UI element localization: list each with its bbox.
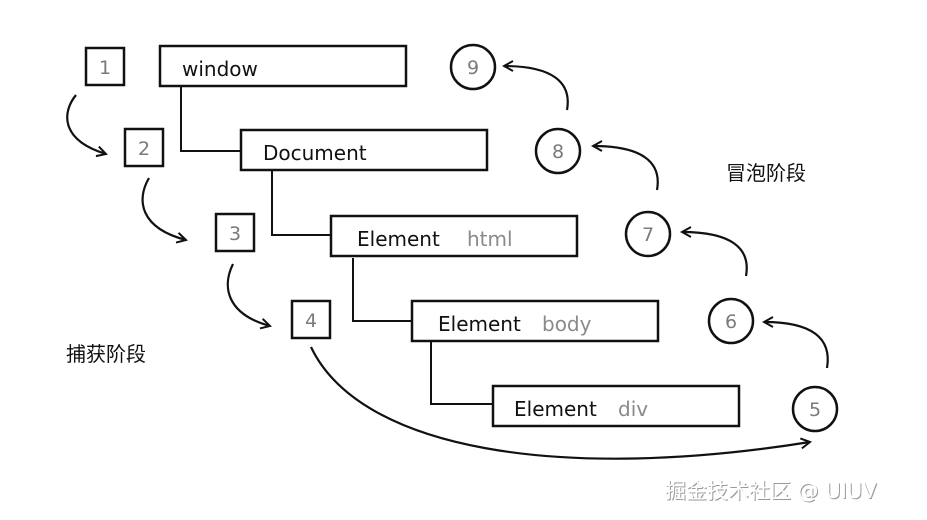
bubble-arrows — [504, 66, 829, 369]
arrow-3-to-4 — [226, 263, 270, 326]
dom-node-document: Document — [239, 128, 489, 172]
step-number: 4 — [305, 310, 317, 332]
watermark-shadow: 掘金技术社区 @ UIUV — [666, 480, 878, 504]
capture-step-4: 4 — [290, 299, 332, 340]
arrow-6-to-7 — [682, 232, 748, 277]
node-tag: div — [618, 397, 648, 421]
capture-step-3: 3 — [214, 212, 256, 253]
step-number: 3 — [229, 223, 241, 245]
capture-phase-label: 捕获阶段 — [66, 342, 146, 366]
bubble-step-6: 6 — [707, 297, 755, 345]
dom-node-body: Element body — [410, 299, 660, 343]
bubble-step-8: 8 — [534, 127, 582, 175]
node-tag: html — [467, 227, 513, 251]
bubble-step-9: 9 — [449, 43, 497, 91]
capture-step-2: 2 — [123, 127, 165, 168]
capture-arrows — [66, 94, 810, 460]
bubble-phase-label: 冒泡阶段 — [726, 161, 806, 185]
dom-node-window: window — [158, 44, 408, 88]
arrow-2-to-3 — [141, 177, 186, 240]
step-number: 6 — [725, 311, 737, 333]
step-number: 1 — [99, 57, 111, 79]
step-number: 9 — [467, 57, 479, 79]
capture-step-1: 1 — [84, 46, 126, 87]
watermark: 掘金技术社区 @ UIUV — [665, 479, 877, 503]
step-number: 2 — [138, 138, 150, 160]
bubble-step-7: 7 — [624, 210, 672, 258]
node-label: window — [182, 57, 258, 81]
node-label: Document — [263, 141, 367, 165]
step-number: 5 — [809, 399, 821, 421]
dom-node-html: Element html — [329, 214, 579, 258]
arrow-7-to-8 — [593, 146, 659, 191]
node-label: Element — [357, 227, 440, 251]
node-label: Element — [514, 397, 597, 421]
dom-node-div: Element div — [491, 384, 741, 428]
arrow-8-to-9 — [504, 66, 569, 111]
node-label: Element — [438, 312, 521, 336]
node-tag: body — [542, 312, 592, 336]
step-number: 7 — [642, 224, 654, 246]
step-number: 8 — [552, 141, 564, 163]
arrow-5-to-6 — [764, 322, 829, 369]
arrow-1-to-2 — [66, 94, 106, 154]
tree-connectors — [180, 87, 493, 405]
bubble-step-5: 5 — [791, 385, 839, 433]
arrow-4-to-5 — [310, 346, 810, 460]
